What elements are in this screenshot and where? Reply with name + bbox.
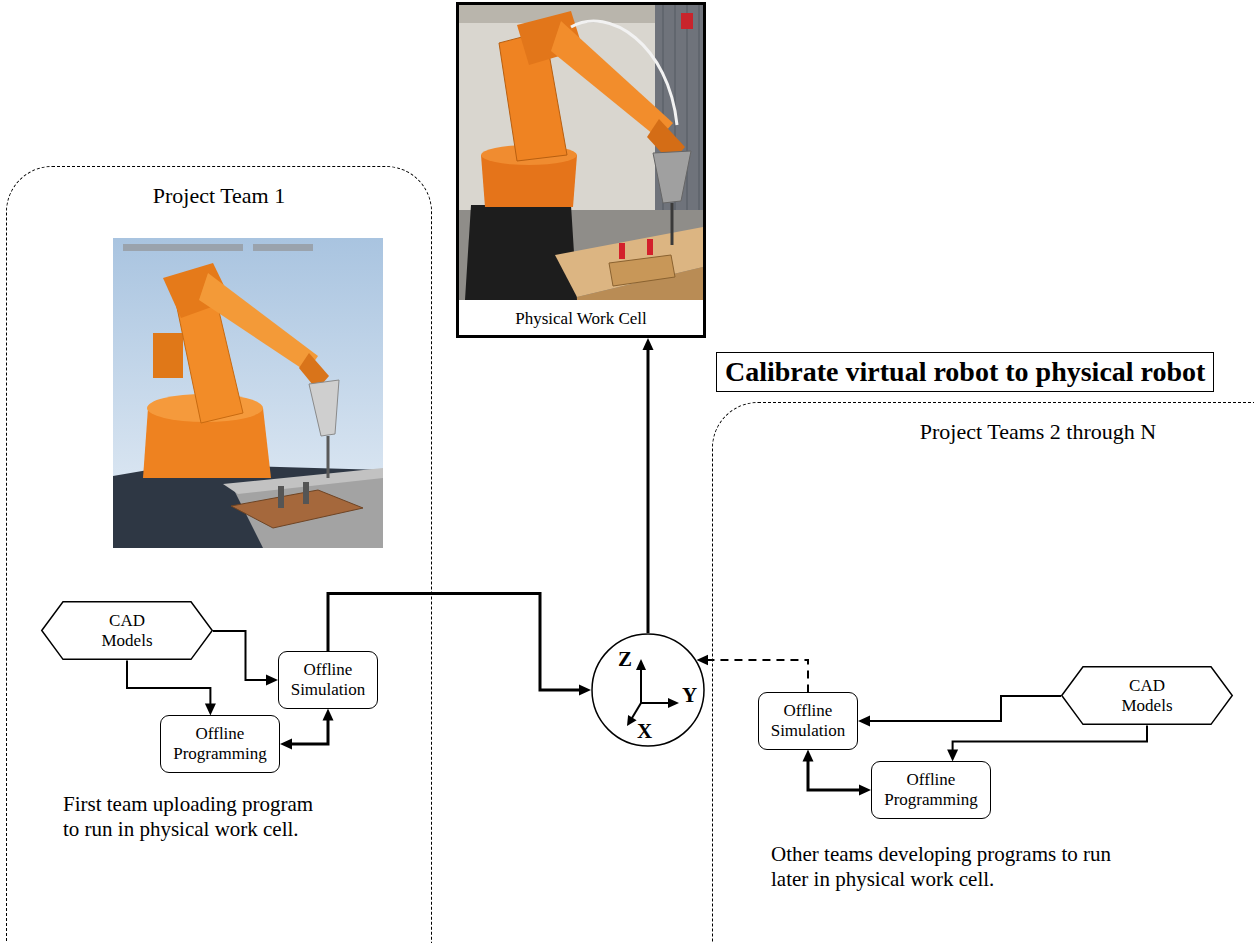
axis-arrowhead [636, 659, 646, 670]
team-heading: Project Teams 2 through N [920, 419, 1156, 445]
axis-label: Y [682, 685, 697, 706]
connector-arrow [808, 757, 864, 790]
photo-fixture [609, 255, 675, 286]
photo-wall [459, 5, 703, 300]
cad-label: CAD Models [96, 611, 158, 650]
hexagon-outline [42, 602, 213, 660]
photo-sign [681, 13, 693, 29]
connector-arrow [647, 345, 650, 633]
team-heading: Project Team 1 [153, 183, 285, 209]
process-box: Offline Programming [160, 715, 280, 772]
photo-clamp [619, 243, 625, 259]
sim-robot-forearm [199, 273, 318, 372]
team-note: First team uploading program to run in p… [63, 792, 331, 842]
process-box: Offline Programming [871, 761, 991, 818]
sim-fixture-plate [231, 490, 363, 528]
hexagon-outline [1062, 667, 1233, 725]
photo-pedestal [465, 205, 577, 300]
axis-arrowhead [668, 698, 679, 708]
connector-arrow [213, 631, 271, 680]
axis-arrowhead [627, 715, 637, 726]
sim-clamp [303, 482, 309, 504]
photo-drill [671, 203, 674, 245]
sim-clamp [278, 486, 284, 508]
sim-background [113, 238, 383, 548]
work-cell-photo [459, 5, 703, 300]
cad-hexagon: CAD Models [1061, 666, 1233, 725]
circle-outline [592, 634, 704, 746]
axes-circle: Z Y X [591, 633, 705, 747]
axis-line [640, 669, 642, 703]
process-label: Offline Simulation [768, 701, 848, 740]
axis-line [641, 702, 670, 704]
process-label: Offline Simulation [288, 660, 368, 699]
sim-toolbar [253, 244, 313, 251]
callout-text: Calibrate virtual robot to physical robo… [725, 355, 1205, 389]
team-region: Project Team 1 First team uploading progr… [6, 166, 432, 943]
sim-robot-motor [153, 333, 183, 378]
team-note: Other teams developing programs to run l… [771, 842, 1123, 892]
photo-robot-gripper [653, 151, 691, 203]
photo-clamp [647, 239, 653, 255]
process-box: Offline Simulation [278, 651, 378, 708]
sim-spindle [327, 436, 330, 478]
sim-robot-tool [309, 380, 339, 436]
connector-arrow [127, 661, 210, 709]
cad-hexagon: CAD Models [41, 601, 213, 660]
photo-cable [571, 21, 677, 125]
axis-label: X [637, 721, 652, 742]
team-region: Project Teams 2 through N Other teams dev… [712, 402, 1254, 943]
callout-box: Calibrate virtual robot to physical robo… [716, 352, 1214, 392]
process-label: Offline Programming [170, 724, 270, 763]
cad-label: CAD Models [1116, 676, 1178, 715]
connector-arrow [953, 726, 1147, 755]
photo-robot-forearm [551, 21, 673, 139]
connector-arrow [287, 716, 328, 744]
dashed-connector [703, 660, 808, 692]
process-label: Offline Programming [881, 770, 981, 809]
work-cell-label: Physical Work Cell [515, 309, 646, 329]
sim-toolbar [123, 244, 243, 251]
work-cell-box: Physical Work Cell [456, 2, 706, 338]
process-box: Offline Simulation [758, 692, 858, 749]
simulation-view [113, 238, 383, 548]
axis-line [632, 703, 641, 718]
axis-label: Z [618, 649, 632, 670]
connector-arrow [865, 696, 1061, 721]
